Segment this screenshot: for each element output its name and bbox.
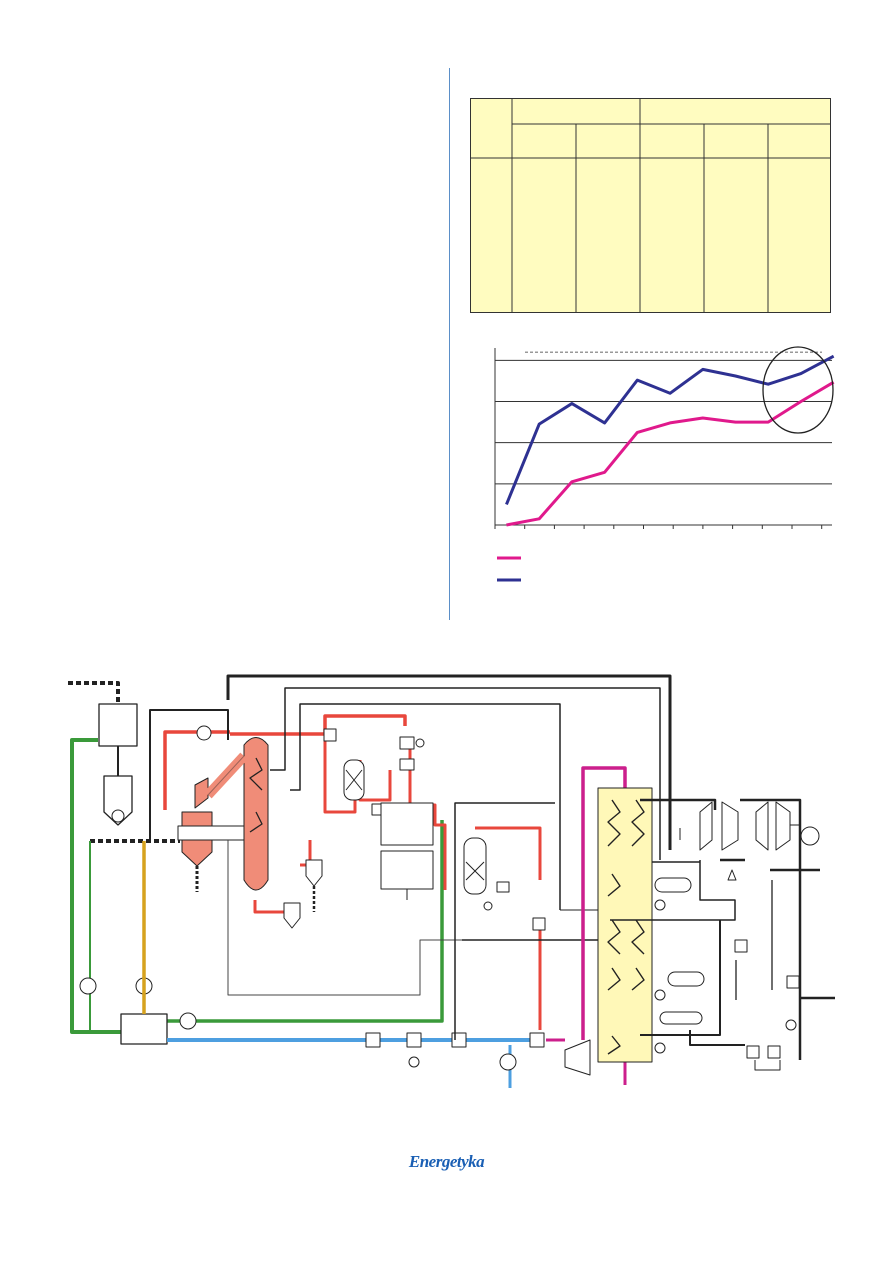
scrubber-vessel [463, 837, 487, 895]
fuel-hopper [103, 775, 133, 826]
highlight-ellipse [762, 346, 834, 434]
process-unit [380, 802, 434, 846]
cyclone [283, 902, 301, 929]
pump-icon [499, 1053, 517, 1071]
gasifier-top [194, 777, 209, 809]
heat-exchanger-icon [529, 1032, 545, 1048]
footer-logo: Energetyka [408, 1152, 485, 1171]
pump-icon [179, 1012, 197, 1030]
series-line-2 [505, 354, 835, 505]
steam-turbine-hp [699, 801, 713, 851]
column-divider [449, 68, 450, 620]
gas-turbine [564, 1039, 591, 1076]
data-table [470, 98, 831, 313]
fuel-return-line [165, 820, 444, 1023]
exhaust-line [581, 766, 627, 1040]
generator-icon [800, 826, 820, 846]
process-unit [380, 850, 434, 890]
heat-exchanger-icon [365, 1032, 381, 1048]
fuel-bunker [98, 703, 138, 747]
exchanger-icon [532, 917, 546, 931]
exchanger-icon [323, 728, 337, 742]
storage-tank [120, 1013, 168, 1045]
gas-line [226, 674, 672, 850]
pump-icon [79, 977, 97, 995]
cyclone [305, 859, 323, 887]
fuel-recirculation-line [70, 738, 121, 1034]
exchanger-icon [734, 939, 748, 953]
exchanger-icon [496, 881, 510, 893]
series-line-1 [506, 380, 835, 527]
exchanger-icon [786, 975, 800, 989]
steam-drum [654, 877, 692, 893]
steam-drum [667, 971, 705, 987]
exchanger-icon [399, 736, 415, 750]
heat-exchanger-icon [451, 1032, 467, 1048]
exchanger-icon [746, 1045, 760, 1059]
hrsg-coils [607, 799, 645, 1055]
cracker-column [243, 737, 269, 891]
steam-turbine-lp [755, 801, 769, 851]
steam-drum [659, 1011, 703, 1025]
line-chart [494, 346, 835, 582]
exchanger-icon [399, 758, 415, 771]
rotary-feeder-icon [111, 809, 125, 823]
blower-icon [196, 725, 212, 741]
fuel-feed-line [68, 681, 120, 704]
table-background [470, 98, 831, 313]
exchanger-icon [767, 1045, 781, 1059]
hrsg-boiler [597, 787, 653, 1063]
footer: Energetyka [0, 1152, 893, 1172]
heat-exchanger-icon [406, 1032, 422, 1048]
